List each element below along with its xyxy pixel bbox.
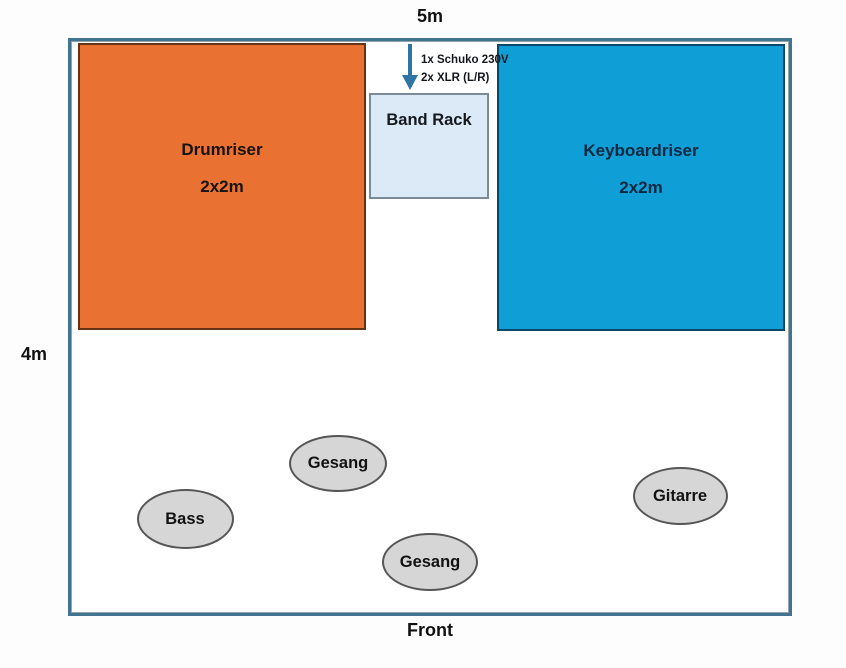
io-arrow-label-power: 1x Schuko 230V — [421, 54, 509, 66]
stage-depth-label: 4m — [20, 344, 47, 364]
keyboardriser-box: Keyboardriser 2x2m — [497, 44, 785, 331]
io-arrow-labels: 1x Schuko 230V 2x XLR (L/R) — [421, 51, 509, 87]
stage-outline: Drumriser 2x2m Keyboardriser 2x2m Band R… — [68, 38, 792, 616]
io-arrow-label-xlr: 2x XLR (L/R) — [421, 72, 490, 84]
drumriser-size: 2x2m — [200, 177, 244, 196]
band-rack-box: Band Rack — [369, 93, 489, 199]
keyboardriser-title: Keyboardriser — [583, 141, 699, 160]
stage-width-label: 5m — [416, 6, 443, 26]
drumriser-title: Drumriser — [181, 140, 263, 159]
band-rack-title: Band Rack — [386, 111, 472, 129]
keyboardriser-size: 2x2m — [619, 178, 663, 197]
front-label: Front — [407, 620, 453, 640]
down-arrow-icon — [402, 44, 418, 90]
drumriser-box: Drumriser 2x2m — [78, 43, 366, 330]
